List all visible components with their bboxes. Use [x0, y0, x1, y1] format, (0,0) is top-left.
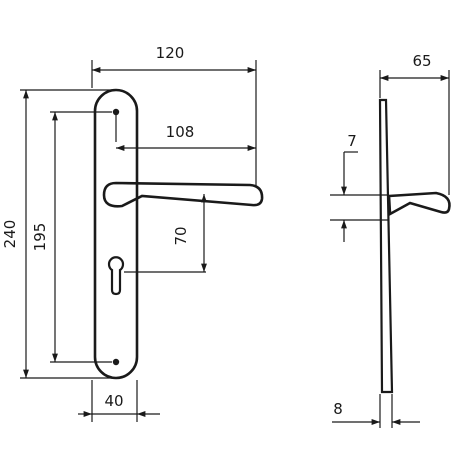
label-total-height: 240 [1, 220, 19, 249]
label-lever-to-keyhole: 70 [172, 226, 190, 245]
side-lever [387, 191, 451, 217]
label-screw-spacing: 195 [31, 223, 49, 252]
label-plate-thickness: 8 [333, 400, 343, 418]
label-lever-thickness: 7 [347, 132, 357, 150]
side-dimension-lines [332, 75, 449, 425]
lever-handle [102, 181, 264, 208]
backplate [93, 88, 139, 380]
label-plate-width: 40 [104, 392, 123, 410]
bottom-screw-hole [112, 358, 120, 366]
dimension-lines [23, 67, 256, 417]
label-lever-reach: 108 [166, 123, 195, 141]
side-dimension-labels: 65 7 8 [333, 52, 431, 418]
front-view [93, 88, 264, 380]
side-extension-lines [330, 70, 450, 428]
label-overall-width: 120 [156, 44, 185, 62]
side-view [378, 98, 451, 394]
dimension-labels: 120 108 240 195 70 40 [1, 44, 194, 410]
keyhole [107, 256, 125, 296]
side-plate [378, 98, 394, 394]
extension-lines [20, 60, 257, 422]
label-projection: 65 [412, 52, 431, 70]
